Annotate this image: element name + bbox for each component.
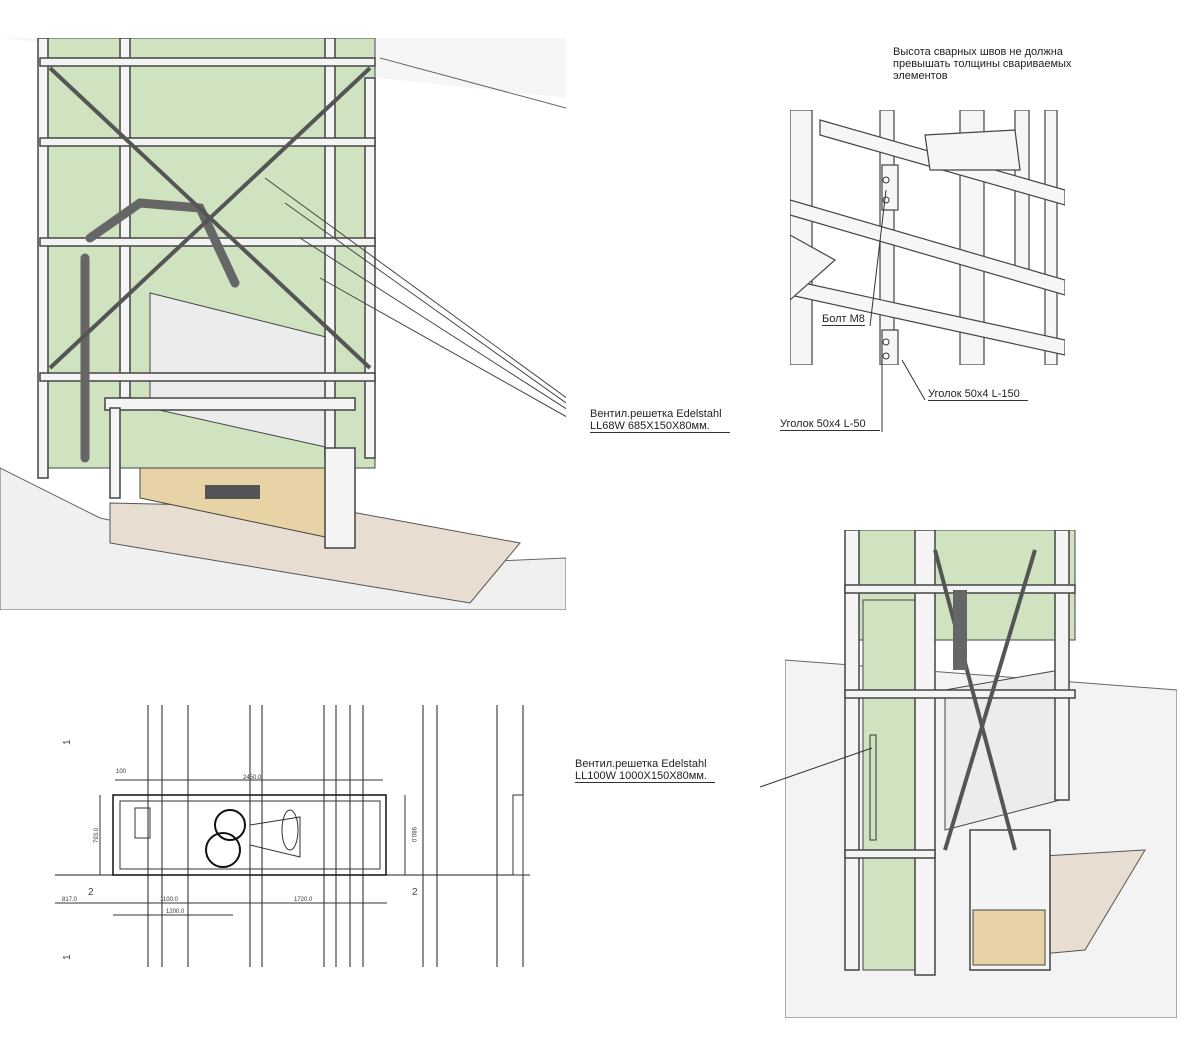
weld-note-line: превышать толщины свариваемых (893, 58, 1072, 70)
section-mark-left: 2 (88, 887, 94, 898)
dim-overall-width: 2450.0 (243, 775, 262, 781)
dim-top-small: 100 (116, 769, 127, 775)
grille-label-line: LL100W 1000X150X80мм. (575, 770, 707, 782)
dim-mid-segment: 1100.0 (160, 897, 179, 903)
angle-50-label: Уголок 50х4 L-50 (780, 418, 880, 431)
connection-detail-drawing (790, 110, 1065, 365)
grille-label-line: Вентил.решетка Edelstahl (575, 758, 707, 770)
bolt-m8-label: Болт М8 (822, 313, 865, 326)
dim-left-height: 793.0 (94, 827, 100, 843)
shaft-drawing-left (0, 38, 566, 610)
section-mark-right: 2 (412, 887, 418, 898)
dim-left-offset: 817.0 (62, 897, 78, 903)
isometric-view-shaft-right (785, 530, 1177, 1018)
shaft-drawing-right (785, 530, 1177, 1018)
grille-label-ll100w: Вентил.решетка Edelstahl LL100W 1000X150… (575, 758, 715, 783)
section-mark-bottom: 1 (62, 954, 73, 960)
plan-view: 2450.0 100 817.0 1100.0 1720.0 1200.0 79… (50, 705, 530, 967)
section-mark-top: 1 (62, 739, 73, 745)
angle-150-label: Уголок 50х4 L-150 (928, 388, 1028, 401)
plan-drawing: 2450.0 100 817.0 1100.0 1720.0 1200.0 79… (55, 705, 530, 967)
weld-note-line: элементов (893, 70, 948, 82)
grille-label-line: LL68W 685X150X80мм. (590, 420, 710, 432)
grille-label-ll68w: Вентил.решетка Edelstahl LL68W 685X150X8… (590, 408, 730, 433)
connection-detail-view (790, 110, 1065, 365)
dim-lower-segment: 1200.0 (166, 909, 185, 915)
weld-note: Высота сварных швов не должна превышать … (893, 46, 1071, 82)
weld-note-line: Высота сварных швов не должна (893, 46, 1063, 58)
dim-right-height: 980.0 (410, 827, 416, 843)
dim-right-segment: 1720.0 (294, 897, 313, 903)
grille-label-line: Вентил.решетка Edelstahl (590, 408, 722, 420)
isometric-view-shaft-left (0, 38, 566, 610)
